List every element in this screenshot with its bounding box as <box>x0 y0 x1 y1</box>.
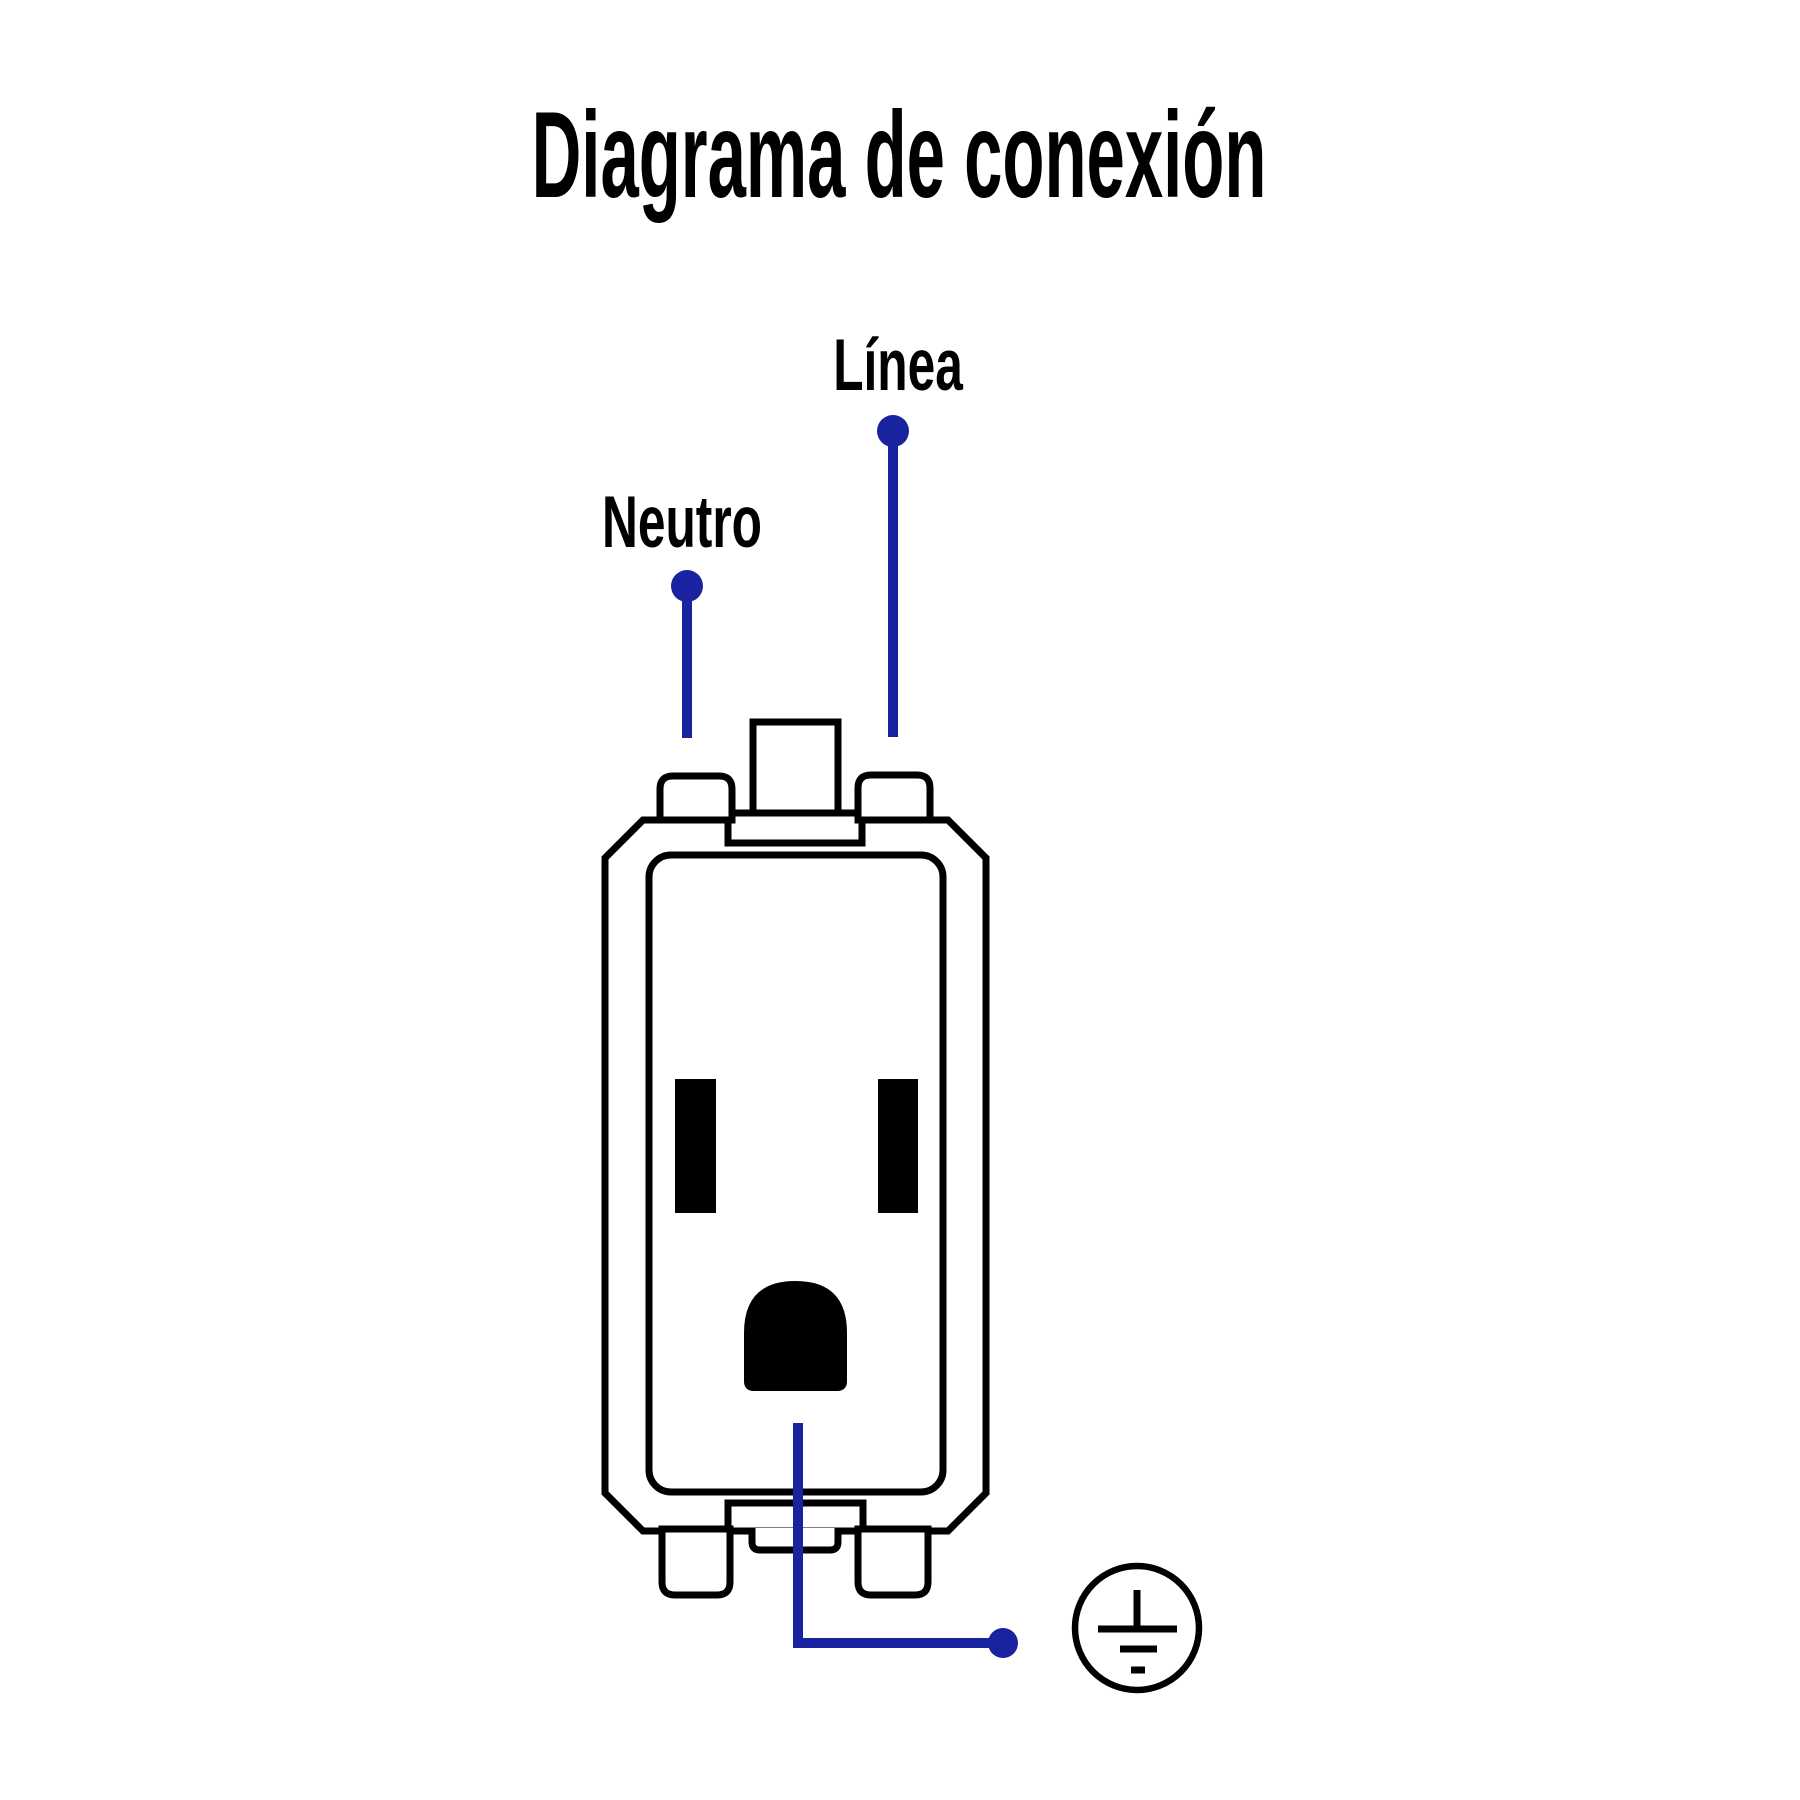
screw-terminal-top-right <box>854 771 934 824</box>
ground-wire <box>793 1423 1003 1648</box>
neutral-slot <box>675 1079 716 1213</box>
neutro-label: Neutro <box>602 482 762 564</box>
screw-terminal-bottom-right <box>854 1525 932 1599</box>
linea-wire-dot <box>877 415 909 447</box>
line-slot <box>878 1079 918 1213</box>
linea-label: Línea <box>833 325 964 407</box>
neutro-wire-dot <box>671 570 703 602</box>
ground-symbol-icon <box>1071 1562 1203 1694</box>
top-tab <box>749 718 842 820</box>
screw-terminal-top-left <box>656 772 736 824</box>
ground-hole <box>744 1281 847 1391</box>
screw-terminal-bottom-left <box>658 1525 734 1599</box>
top-mounting-plate <box>724 809 866 847</box>
page-title: Diagrama de conexión <box>532 87 1267 224</box>
ground-wire-dot <box>988 1628 1018 1658</box>
